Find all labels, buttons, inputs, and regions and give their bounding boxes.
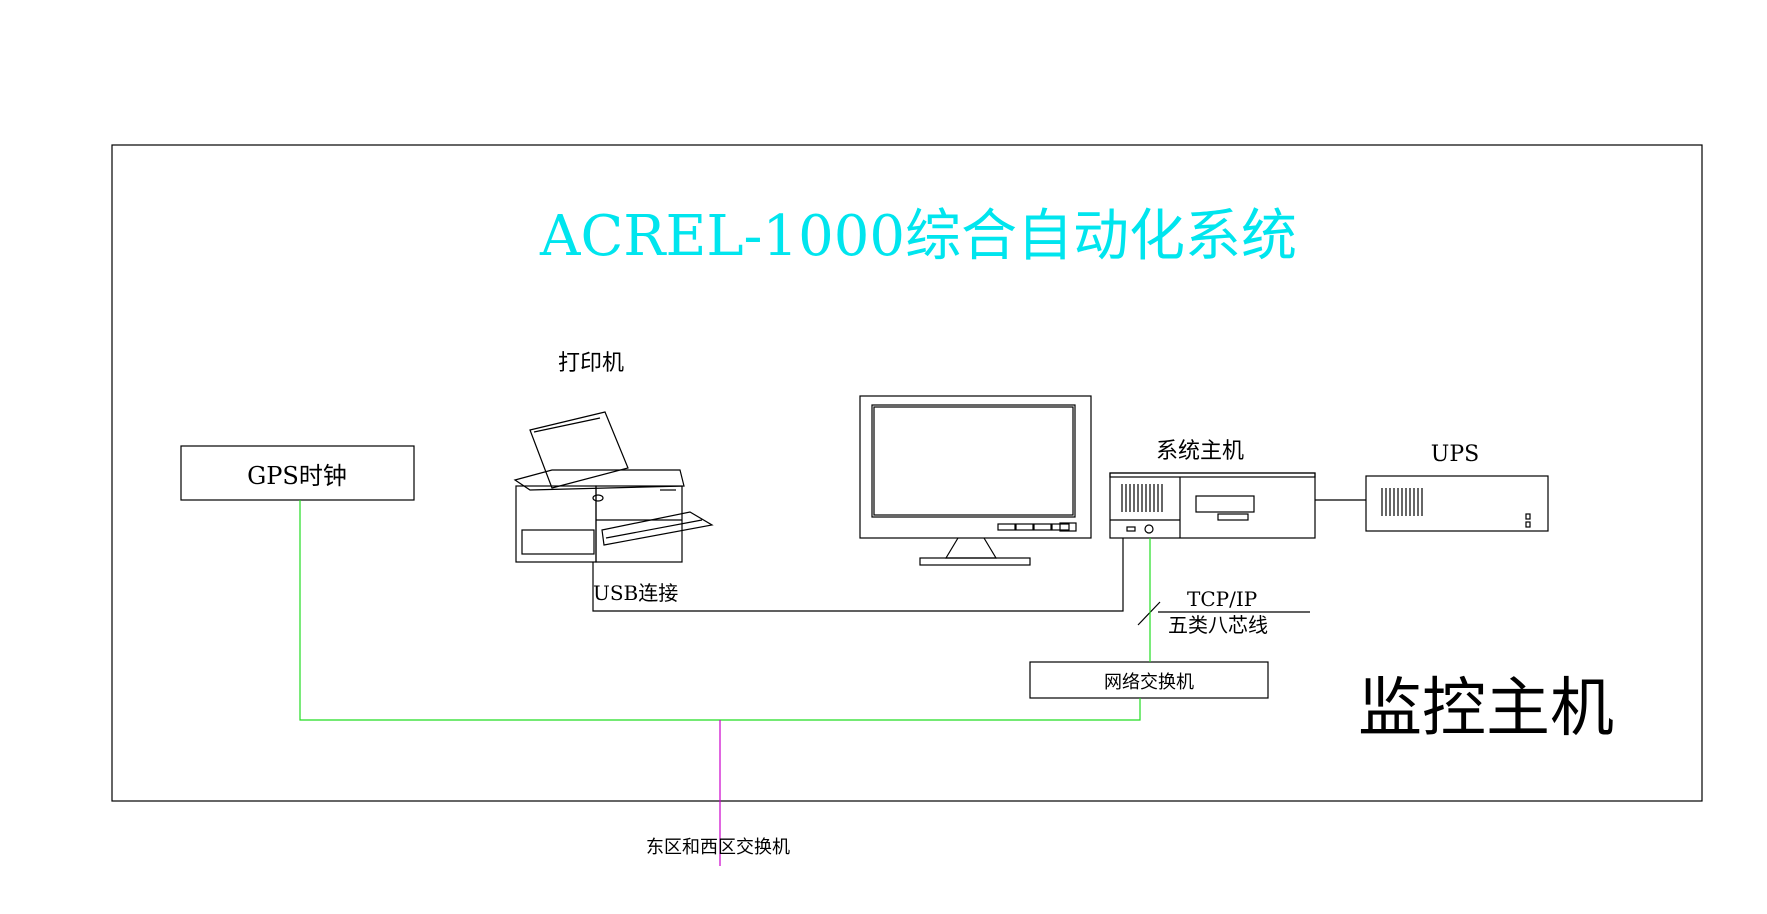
- network-switch-box: [1029, 661, 1269, 699]
- usb-cable: [592, 538, 1124, 612]
- external-switch-label: 东区和西区交换机: [646, 837, 790, 858]
- tcp-ip-label: TCP/IP: [1187, 587, 1257, 611]
- gps-clock-box: [180, 445, 415, 501]
- monitor-icon: [859, 395, 1092, 566]
- region-label: 监控主机: [1358, 672, 1614, 746]
- network-switch-label: 网络交换机: [1104, 672, 1194, 693]
- printer-label: 打印机: [558, 351, 624, 376]
- cable-tick: [1137, 601, 1161, 626]
- system-host-icon: [1109, 472, 1316, 539]
- diagram-frame: [111, 144, 1703, 802]
- gps-clock-label: GPS时钟: [247, 462, 347, 490]
- gps-switch-link: [299, 500, 1141, 721]
- ups-label: UPS: [1431, 442, 1479, 467]
- system-host-label: 系统主机: [1156, 439, 1244, 464]
- cable-type-label: 五类八芯线: [1168, 613, 1268, 637]
- printer-icon: [513, 411, 714, 563]
- usb-connection-label: USB连接: [593, 581, 678, 605]
- ups-icon: [1365, 475, 1549, 532]
- diagram-title: ACREL-1000综合自动化系统: [539, 204, 1297, 269]
